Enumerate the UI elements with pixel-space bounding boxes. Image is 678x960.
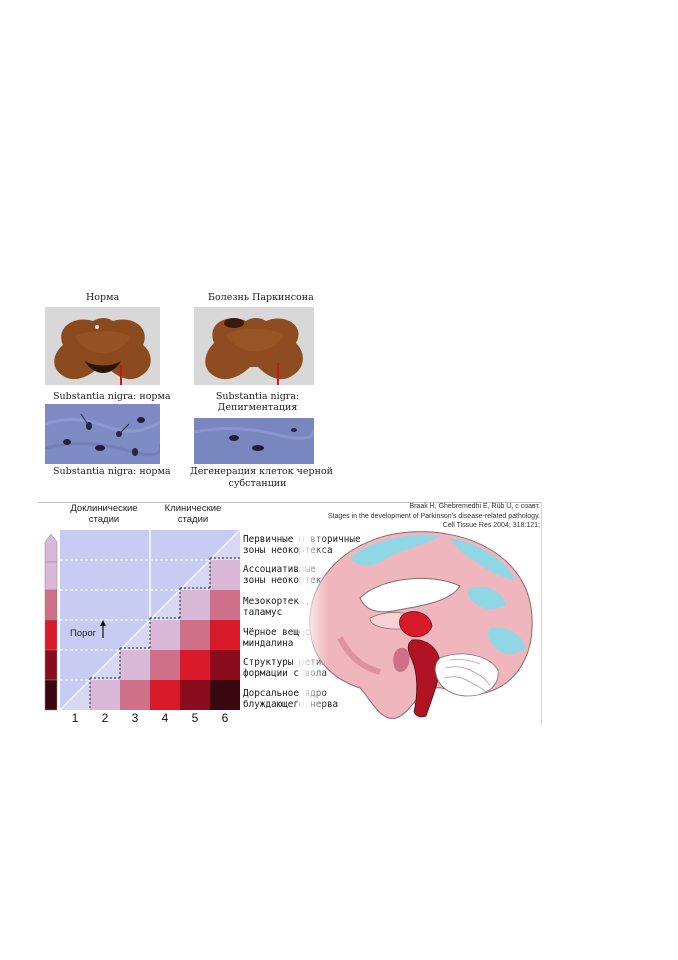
clinical-line2: стадии (177, 514, 209, 525)
norm-caption-top: Substantia nigra: норма (53, 391, 171, 402)
threshold-label: Порог (70, 628, 97, 639)
pd-caption-bottom-2: субстанции (228, 478, 287, 489)
zone-label-2: Ассоциативные зоны неокортекса (243, 564, 333, 586)
pd-caption-bottom-1: Дегенерация клеток черной (190, 466, 333, 477)
preclinical-label: Доклинические стадии (66, 503, 142, 525)
clinical-line1: Клинические (164, 503, 222, 514)
zone-label-6: Дорсальное ядро блуждающего нерва (243, 688, 339, 710)
preclinical-line2: стадии (88, 514, 120, 525)
norm-caption-bottom: Substantia nigra: норма (53, 466, 171, 477)
pd-caption-top-1: Substantia nigra: (215, 391, 300, 402)
citation-line2: Stages in the development of Parkinson's… (327, 512, 540, 520)
pd-midbrain-photo (194, 307, 314, 385)
citation-line1: Braak H, Ghebremedhi E, Rüb U, с соавт. (409, 503, 540, 510)
citation: Braak H, Ghebremedhi E, Rüb U, с соавт. … (320, 502, 540, 531)
stage-number-3: 3 (131, 711, 139, 725)
figure-top-border (38, 502, 542, 503)
stage-number-2: 2 (101, 711, 109, 725)
stage-grid (60, 530, 240, 710)
citation-line3: Cell Tissue Res 2004; 318:121; (442, 522, 540, 529)
severity-bar (44, 533, 58, 711)
stage-number-6: 6 (221, 711, 229, 725)
brain-illustration (300, 518, 533, 724)
normal-midbrain-photo (45, 307, 160, 385)
clinical-label: Клинические стадии (158, 503, 228, 525)
pd-caption-top-2: Депигментация (217, 402, 298, 413)
pd-title: Болезнь Паркинсона (208, 292, 314, 303)
figure-right-border (541, 502, 542, 725)
stage-number-1: 1 (71, 711, 79, 725)
norm-title: Норма (86, 292, 120, 303)
stage-number-5: 5 (191, 711, 199, 725)
preclinical-line1: Доклинические (70, 503, 138, 514)
pd-histology-photo (194, 418, 314, 464)
zone-label-4: Чёрное вещество, миндалина (243, 627, 333, 649)
zone-label-3: Мезокортекс, таламус (243, 596, 311, 618)
stage-number-4: 4 (161, 711, 169, 725)
normal-histology-photo (45, 404, 160, 464)
